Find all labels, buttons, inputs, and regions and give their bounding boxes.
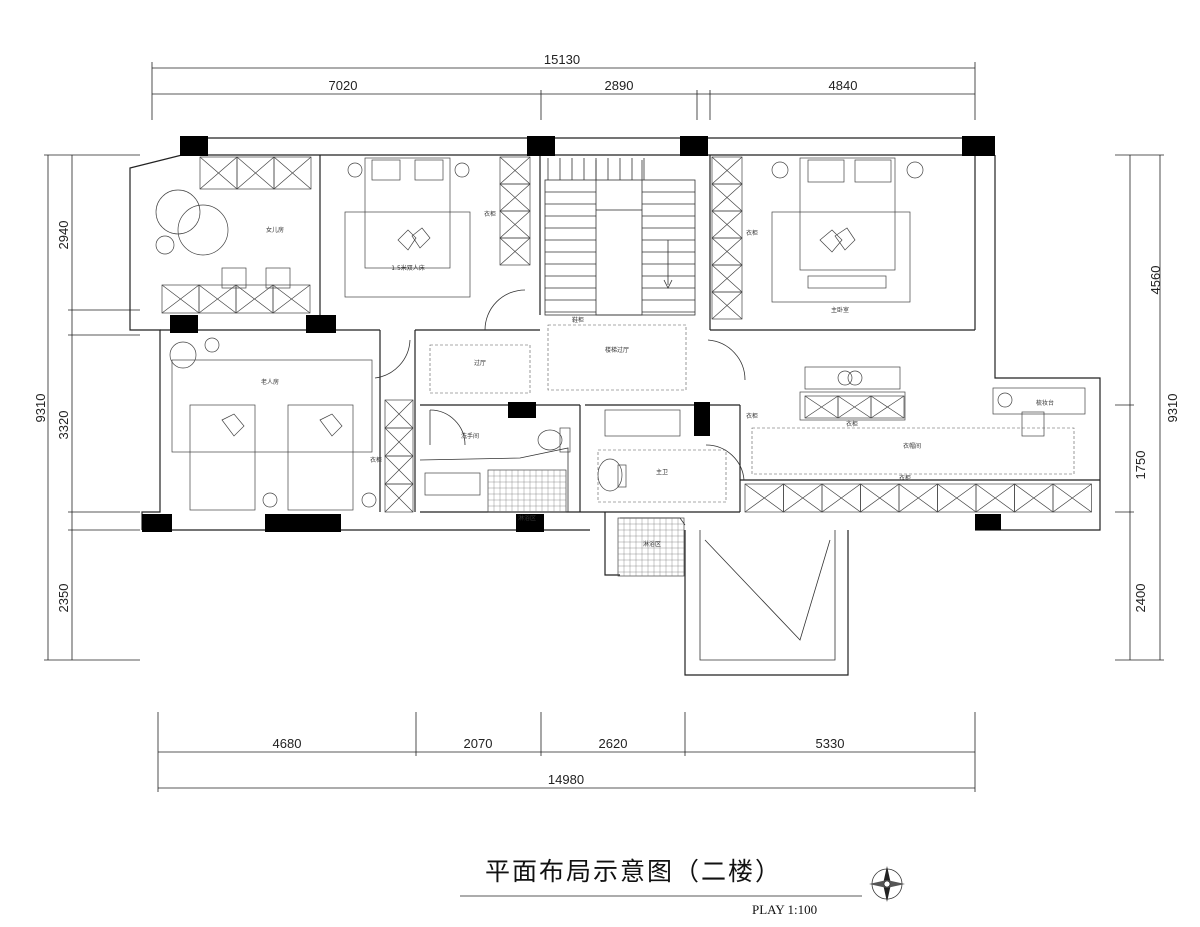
dim-right-seg-3: 2400 bbox=[1133, 584, 1148, 613]
label-wardrobe-3: 衣柜 bbox=[746, 229, 758, 237]
left-dimensions: 9310 2940 3320 2350 bbox=[33, 154, 140, 661]
label-stair-hall: 楼梯过厅 bbox=[605, 346, 629, 354]
dim-bottom-total: 14980 bbox=[548, 772, 584, 787]
cabinet-cross bbox=[837, 395, 872, 419]
cabinet-cross bbox=[870, 395, 905, 419]
structural-columns bbox=[142, 136, 1001, 532]
label-wardrobe-1: 衣柜 bbox=[484, 210, 496, 218]
right-dimensions: 4560 9310 1750 2400 bbox=[1115, 154, 1180, 661]
daughter-room: 女儿房 1.5米双人床 衣柜 bbox=[155, 157, 496, 298]
label-corridor: 过厅 bbox=[474, 359, 486, 367]
cabinet-cross bbox=[975, 483, 1015, 513]
cabinet-cross bbox=[783, 483, 823, 513]
elder-room: 老人房 衣柜 bbox=[169, 337, 382, 511]
bottom-dimensions: 4680 2070 2620 5330 14980 bbox=[157, 712, 976, 792]
cabinet-box bbox=[384, 483, 414, 513]
drawing-scale: PLAY 1:100 bbox=[752, 902, 817, 917]
dim-top-seg-1: 7020 bbox=[329, 78, 358, 93]
dim-bottom-seg-3: 2620 bbox=[599, 736, 628, 751]
dim-left-seg-1: 2940 bbox=[56, 221, 71, 250]
label-elder-room: 老人房 bbox=[261, 378, 279, 386]
label-master-room: 主卧室 bbox=[831, 306, 849, 314]
cabinet-cross bbox=[711, 264, 743, 293]
cabinet-cross bbox=[711, 291, 743, 320]
label-shower-1: 淋浴区 bbox=[518, 514, 536, 522]
cabinet-cross bbox=[384, 483, 414, 513]
cabinet-cross bbox=[711, 156, 743, 185]
cabinet-cross bbox=[499, 183, 531, 212]
label-washroom: 洗手间 bbox=[461, 432, 479, 440]
cabinet-cross bbox=[1014, 483, 1054, 513]
cabinet-box bbox=[272, 284, 311, 314]
stair bbox=[544, 158, 696, 316]
drawing-title-block: 平面布局示意图（二楼） PLAY 1:100 bbox=[460, 857, 905, 917]
cabinet-cross bbox=[236, 156, 275, 190]
label-dresser: 梳妆台 bbox=[1036, 399, 1054, 407]
label-master-bath: 主卫 bbox=[656, 468, 668, 476]
cabinet-cross bbox=[272, 284, 311, 314]
cabinet-cross bbox=[711, 210, 743, 239]
cabinet-cross bbox=[384, 455, 414, 485]
cabinet-cross bbox=[744, 483, 784, 513]
label-shower-2: 淋浴区 bbox=[643, 540, 661, 548]
cabinet-cross bbox=[198, 284, 237, 314]
dim-left-total: 9310 bbox=[33, 394, 48, 423]
cabinet-cross bbox=[499, 210, 531, 239]
cabinet-cross bbox=[384, 399, 414, 429]
cabinet-cross bbox=[711, 183, 743, 212]
dim-right-seg-1: 4560 bbox=[1148, 266, 1163, 295]
label-wardrobe-2: 衣柜 bbox=[370, 456, 382, 464]
cabinet-cross bbox=[937, 483, 977, 513]
dim-bottom-seg-4: 5330 bbox=[816, 736, 845, 751]
dim-right-total: 9310 bbox=[1165, 394, 1180, 423]
dim-top-total: 15130 bbox=[544, 52, 580, 67]
cabinet-cross bbox=[898, 483, 938, 513]
cabinet-cross bbox=[384, 427, 414, 457]
master-room: 主卧室 衣柜 bbox=[746, 157, 924, 421]
cabinet-box bbox=[499, 237, 531, 266]
cabinet-box bbox=[273, 156, 312, 190]
corridor-area: 过厅 楼梯过厅 鞋柜 bbox=[374, 289, 746, 394]
dim-top-seg-2: 2890 bbox=[605, 78, 634, 93]
cabinet-cross bbox=[161, 284, 200, 314]
cabinet-cross bbox=[499, 237, 531, 266]
cabinet-cross bbox=[821, 483, 861, 513]
cabinet-cross bbox=[499, 156, 531, 185]
cabinet-cross bbox=[711, 237, 743, 266]
washroom: 洗手间 淋浴区 bbox=[419, 409, 571, 522]
label-wardrobe-6: 衣柜 bbox=[746, 412, 758, 420]
dim-left-seg-3: 2350 bbox=[56, 584, 71, 613]
cabinet-cross bbox=[273, 156, 312, 190]
label-daughter-room: 女儿房 bbox=[266, 226, 284, 234]
top-dimensions: 15130 7020 2890 4840 bbox=[151, 52, 976, 120]
cabinet-cross bbox=[235, 284, 274, 314]
label-shoe-cabinet: 鞋柜 bbox=[572, 316, 584, 324]
cabinet-cross bbox=[804, 395, 839, 419]
interior-walls bbox=[160, 155, 1100, 513]
outer-walls bbox=[129, 137, 1101, 676]
cabinet-cross bbox=[1052, 483, 1092, 513]
label-walkin-closet: 衣帽间 bbox=[903, 442, 921, 450]
dim-left-seg-2: 3320 bbox=[56, 411, 71, 440]
walkin-closet: 衣帽间 衣柜 衣柜 衣柜 梳妆台 bbox=[746, 387, 1086, 482]
drawing-title: 平面布局示意图（二楼） bbox=[485, 857, 782, 886]
north-compass-icon bbox=[869, 866, 905, 902]
cabinet-cross bbox=[199, 156, 238, 190]
dim-top-seg-3: 4840 bbox=[829, 78, 858, 93]
label-wardrobe-5: 衣柜 bbox=[899, 474, 911, 482]
label-daughter-bed: 1.5米双人床 bbox=[391, 264, 425, 272]
master-bath: 主卫 淋浴区 bbox=[597, 409, 745, 577]
label-wardrobe-4: 衣柜 bbox=[846, 420, 858, 428]
cabinet-box bbox=[1052, 483, 1092, 513]
cabinet-cross bbox=[860, 483, 900, 513]
dim-right-seg-2: 1750 bbox=[1133, 451, 1148, 480]
cabinet-box bbox=[711, 291, 743, 320]
dim-bottom-seg-1: 4680 bbox=[273, 736, 302, 751]
cabinet-box bbox=[870, 395, 905, 419]
cabinets bbox=[161, 156, 1092, 513]
dim-bottom-seg-2: 2070 bbox=[464, 736, 493, 751]
